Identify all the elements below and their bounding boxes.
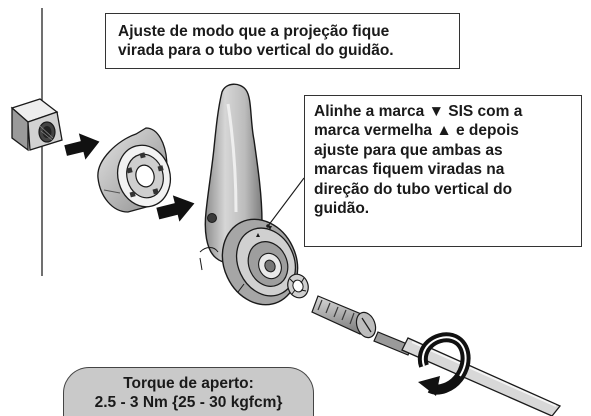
torque-badge: Torque de aperto: 2.5 - 3 Nm {25 - 30 kg… xyxy=(63,367,314,416)
shift-lever xyxy=(199,83,299,306)
adapter-cap xyxy=(97,127,172,213)
mounting-nut xyxy=(10,98,63,152)
callout-line: direção do tubo vertical do xyxy=(314,180,513,198)
alignment-callout: Alinhe a marca ▼ SIS com a marca vermelh… xyxy=(304,95,582,247)
star-washer xyxy=(287,273,309,299)
callout-line: ajuste para que ambas as xyxy=(314,141,503,159)
callout-line: Alinhe a marca ▼ SIS com a xyxy=(314,103,523,120)
callout-line: marcas fiquem viradas na xyxy=(314,161,505,179)
arrow-right-icon xyxy=(64,133,100,160)
torque-value: 2.5 - 3 Nm {25 - 30 kgfcm} xyxy=(94,394,283,411)
callout-line: marca vermelha ▲ e depois xyxy=(314,122,519,140)
torque-label: Torque de aperto: xyxy=(123,375,254,392)
orientation-callout: Ajuste de modo que a projeção fique vira… xyxy=(105,13,460,69)
leader-line xyxy=(266,177,305,228)
callout-line: guidão. xyxy=(314,200,370,218)
rotation-arrow-icon xyxy=(417,332,471,396)
callout-line: Ajuste de modo que a projeção fique xyxy=(118,23,390,40)
callout-line: virada para o tubo vertical do guidão. xyxy=(118,42,394,60)
arrow-right-icon xyxy=(156,195,195,222)
fixing-bolt xyxy=(311,295,377,339)
